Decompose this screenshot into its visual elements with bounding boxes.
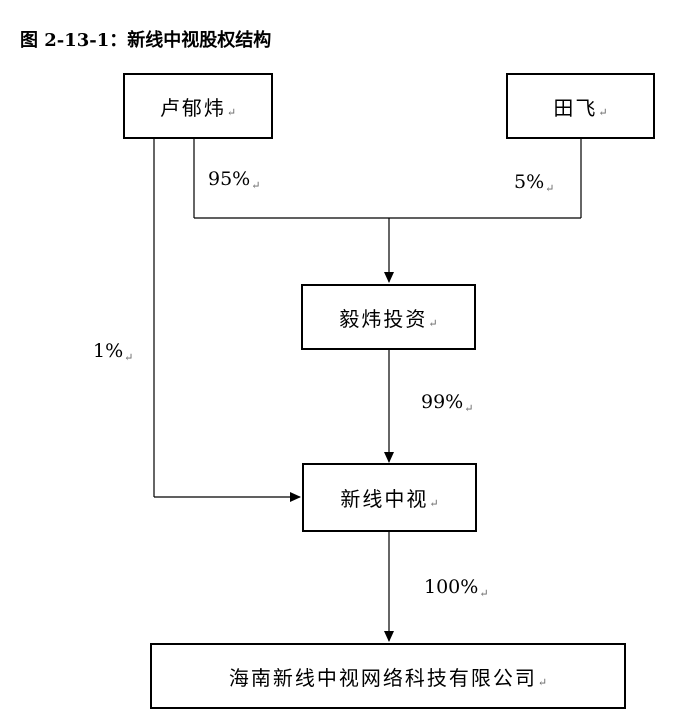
edit-mark: ↵ bbox=[479, 587, 489, 600]
node-yiwei: 毅炜投资↵ bbox=[301, 284, 476, 350]
edge-label-99: 99%↵ bbox=[421, 391, 474, 415]
edge-label-100-text: 100% bbox=[424, 576, 479, 598]
edge-label-1: 1%↵ bbox=[93, 340, 134, 364]
edit-mark: ↵ bbox=[537, 675, 548, 689]
edit-mark: ↵ bbox=[545, 182, 555, 195]
node-hainan: 海南新线中视网络科技有限公司↵ bbox=[150, 643, 626, 709]
edit-mark: ↵ bbox=[251, 179, 261, 192]
node-luyuwei: 卢郁炜↵ bbox=[123, 73, 273, 139]
node-yiwei-label: 毅炜投资 bbox=[339, 306, 428, 331]
node-luyuwei-label: 卢郁炜 bbox=[159, 95, 226, 120]
edit-mark: ↵ bbox=[124, 351, 134, 364]
figure-title: 图 2-13-1：新线中视股权结构 bbox=[20, 30, 272, 51]
edit-mark: ↵ bbox=[429, 497, 439, 510]
node-xinxian: 新线中视↵ bbox=[302, 463, 477, 532]
node-tianfei-label: 田飞 bbox=[553, 95, 598, 120]
node-tianfei: 田飞↵ bbox=[506, 73, 655, 139]
edge-label-99-text: 99% bbox=[421, 391, 464, 413]
edge-label-95-text: 95% bbox=[208, 168, 251, 190]
edge-label-1-text: 1% bbox=[93, 340, 124, 362]
edit-mark: ↵ bbox=[428, 316, 438, 330]
edge-label-5-text: 5% bbox=[514, 171, 545, 193]
edge-label-5: 5%↵ bbox=[514, 171, 555, 195]
edit-mark: ↵ bbox=[226, 105, 237, 119]
node-xinxian-label: 新线中视 bbox=[340, 487, 429, 511]
edge-label-95: 95%↵ bbox=[208, 168, 261, 192]
edit-mark: ↵ bbox=[598, 105, 608, 119]
node-hainan-label: 海南新线中视网络科技有限公司 bbox=[228, 665, 537, 690]
edge-label-100: 100%↵ bbox=[424, 576, 489, 600]
edit-mark: ↵ bbox=[464, 402, 474, 415]
